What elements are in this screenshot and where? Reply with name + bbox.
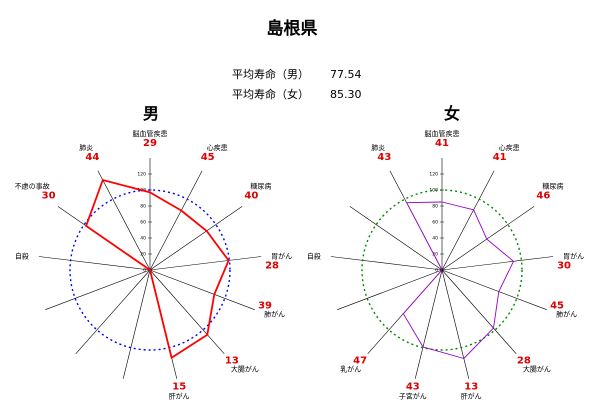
male-axis-label: 脳血管疾患: [133, 129, 168, 138]
male-scale-tick-label: 120: [137, 172, 146, 178]
female-rank-label: 46: [536, 191, 550, 202]
male-axis-spoke: [75, 269, 151, 355]
female-axis-label: 心疾患: [499, 143, 520, 152]
male-rank-label: 29: [143, 138, 157, 149]
male-axis-spoke: [149, 269, 255, 310]
male-scale-tick-label: 0: [143, 268, 146, 274]
male-axis-spoke: [45, 269, 151, 310]
male-rank-label: 13: [225, 355, 239, 366]
male-rank-label: 15: [172, 382, 186, 393]
male-rank-label: 45: [201, 152, 215, 163]
female-axis-label: 肺炎: [371, 144, 385, 152]
male-axis-spoke: [149, 170, 203, 271]
male-axis-spoke: [149, 256, 262, 271]
female-rank-label: 30: [557, 260, 571, 271]
male-rank-label: 28: [265, 260, 279, 271]
male-scale-tick-label: 80: [140, 204, 146, 210]
male-axis-label: 大腸がん: [231, 364, 259, 373]
male-rank-label: 39: [258, 300, 272, 311]
female-axis-spoke: [441, 170, 495, 271]
female-axis-spoke: [441, 256, 554, 271]
life-expectancy-female-value: 85.30: [330, 88, 362, 101]
female-axis-label: 大腸がん: [523, 364, 551, 373]
female-axis-label: 糖尿病: [542, 182, 563, 191]
female-rank-label: 13: [464, 382, 478, 393]
life-expectancy-male-label: 平均寿命（男）: [232, 67, 309, 81]
female-axis-label: 肝がん: [461, 392, 482, 401]
male-chart-title: 男: [143, 104, 159, 123]
male-axis-label: 自殺: [15, 251, 29, 260]
male-axis-spoke: [122, 269, 151, 379]
female-reference-circle: [361, 189, 523, 351]
female-axis-spoke: [441, 269, 470, 379]
page-title: 島根県: [267, 18, 318, 39]
life-expectancy-female-label: 平均寿命（女）: [232, 87, 309, 101]
male-axis-label: 不慮の事故: [15, 182, 50, 191]
male-axis-label: 肝がん: [169, 392, 190, 401]
female-scale-tick-label: 20: [432, 252, 438, 258]
male-scale-tick-label: 60: [140, 220, 146, 226]
male-rank-label: 44: [85, 152, 99, 163]
female-rank-label: 28: [517, 355, 531, 366]
female-scale-tick-label: 120: [429, 172, 438, 178]
male-axis-spoke: [97, 170, 151, 271]
male-rank-label: 40: [244, 191, 258, 202]
female-axis-spoke: [349, 206, 443, 271]
female-scale-tick-label: 0: [435, 268, 438, 274]
female-data-polygon: [402, 201, 514, 359]
female-rank-label: 43: [377, 152, 391, 163]
female-scale-tick-label: 60: [432, 220, 438, 226]
female-scale-tick-label: 100: [429, 188, 438, 194]
female-rank-label: 43: [406, 382, 420, 393]
male-rank-label: 30: [42, 191, 56, 202]
female-scale-tick-label: 40: [432, 236, 438, 242]
female-axis-spoke: [414, 269, 443, 379]
female-axis-spoke: [441, 269, 517, 355]
female-axis-label: 乳がん: [340, 364, 361, 373]
female-axis-spoke: [441, 206, 535, 271]
female-scale-tick-label: 80: [432, 204, 438, 210]
female-axis-label: 子宮がん: [399, 392, 427, 401]
male-axis-spoke: [149, 269, 225, 355]
female-axis-label: 肺がん: [556, 309, 577, 318]
female-rank-label: 45: [550, 300, 564, 311]
male-axis-label: 肺がん: [264, 309, 285, 318]
male-scale-tick-label: 20: [140, 252, 146, 258]
female-rank-label: 47: [353, 355, 367, 366]
female-rank-label: 41: [435, 138, 449, 149]
female-axis-label: 胃がん: [563, 251, 584, 260]
male-reference-circle: [69, 189, 231, 351]
female-axis-label: 自殺: [307, 251, 321, 260]
male-data-polygon: [85, 179, 230, 359]
male-axis-label: 糖尿病: [250, 182, 271, 191]
male-axis-label: 心疾患: [207, 143, 228, 152]
male-axis-spoke: [149, 206, 243, 271]
life-expectancy-male-value: 77.54: [330, 68, 362, 81]
male-scale-tick-label: 40: [140, 236, 146, 242]
female-axis-spoke: [330, 256, 443, 271]
male-axis-spoke: [38, 256, 151, 271]
female-axis-spoke: [337, 269, 443, 310]
female-axis-label: 脳血管疾患: [425, 129, 460, 138]
male-axis-label: 胃がん: [271, 251, 292, 260]
female-chart-title: 女: [444, 104, 460, 123]
male-axis-label: 肺炎: [79, 144, 93, 152]
female-rank-label: 41: [493, 152, 507, 163]
female-axis-spoke: [441, 269, 547, 310]
